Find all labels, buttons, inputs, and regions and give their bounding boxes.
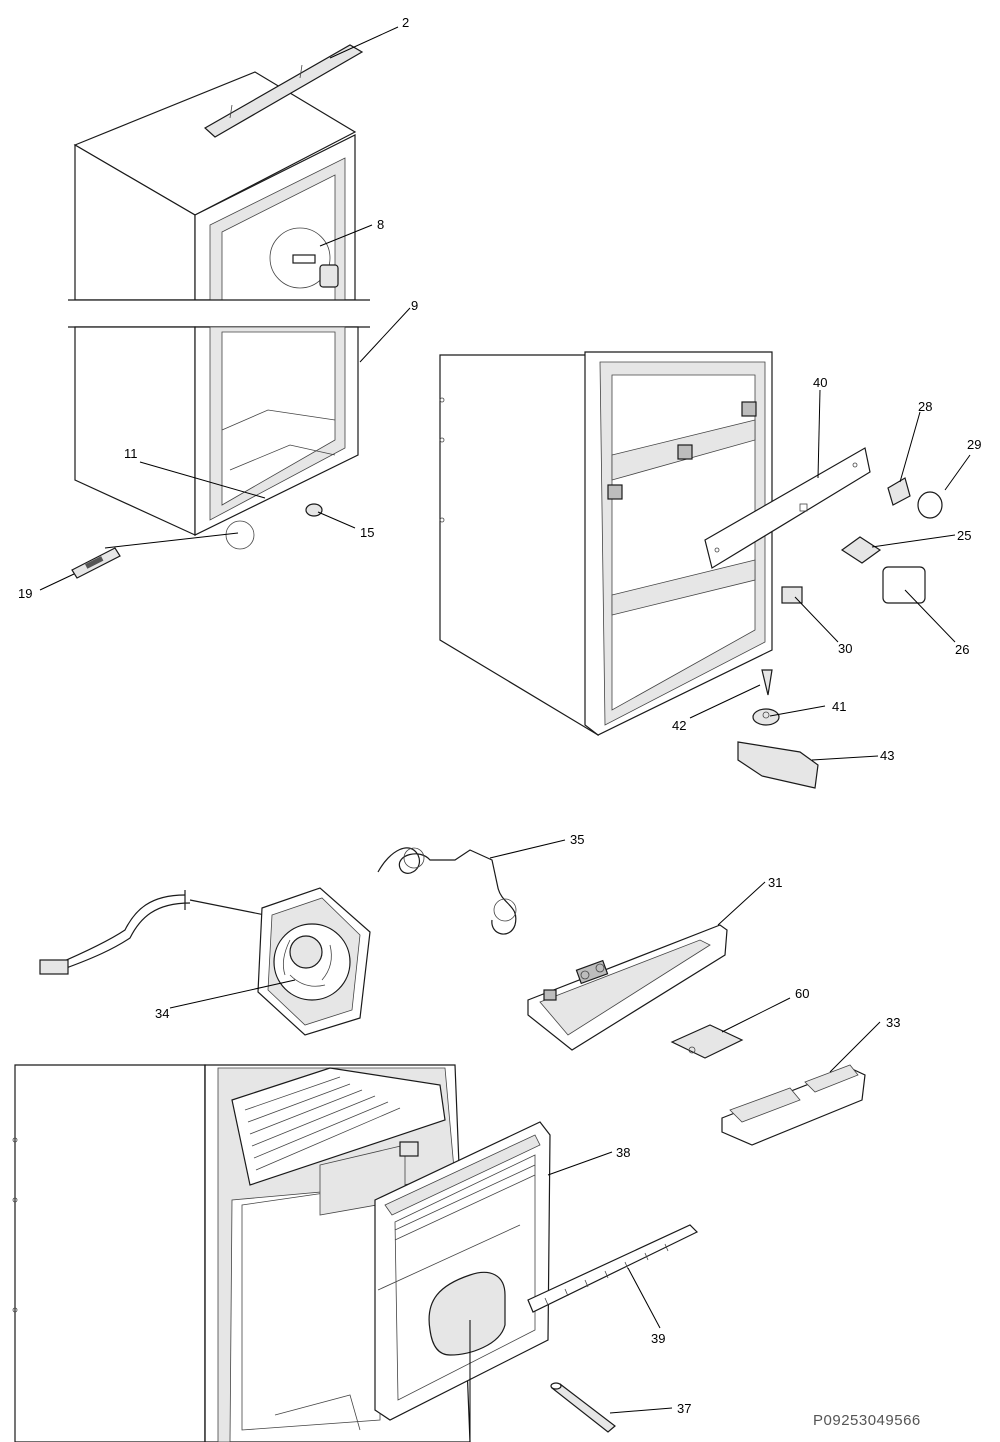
callout-29: 29 [967,437,981,452]
callout-25: 25 [957,528,971,543]
rod-part [550,1382,616,1433]
callout-39: 39 [651,1331,665,1346]
lower-cabinet-assembly [439,351,943,789]
callout-37: 37 [677,1401,691,1416]
callout-30: 30 [838,641,852,656]
callout-43: 43 [880,748,894,763]
drawer-cabinet-assembly [12,1064,551,1442]
callout-8: 8 [377,217,384,232]
callout-28: 28 [918,399,932,414]
handle-bracket-part [721,1064,866,1146]
callout-34: 34 [155,1006,169,1021]
callout-31: 31 [768,875,782,890]
callout-9: 9 [411,298,418,313]
callout-labels: 2 8 9 11 15 19 40 28 29 25 26 30 42 41 4… [18,15,981,1416]
spring-part [377,847,517,935]
callout-15: 15 [360,525,374,540]
callout-41: 41 [832,699,846,714]
callout-2: 2 [402,15,409,30]
callout-38: 38 [616,1145,630,1160]
plate-part [670,1024,744,1059]
callout-60: 60 [795,986,809,1001]
drawer-rail-part [527,1224,699,1313]
callout-42: 42 [672,718,686,733]
callout-33: 33 [886,1015,900,1030]
callout-19: 19 [18,586,32,601]
callout-35: 35 [570,832,584,847]
control-housing-part [527,924,728,1051]
document-id: P09253049566 [813,1412,921,1429]
callout-26: 26 [955,642,969,657]
callout-40: 40 [813,375,827,390]
leader-lines [39,26,971,1442]
fan-motor-part [39,887,371,1036]
callout-11: 11 [124,446,138,461]
upper-cabinet-assembly [60,44,380,579]
